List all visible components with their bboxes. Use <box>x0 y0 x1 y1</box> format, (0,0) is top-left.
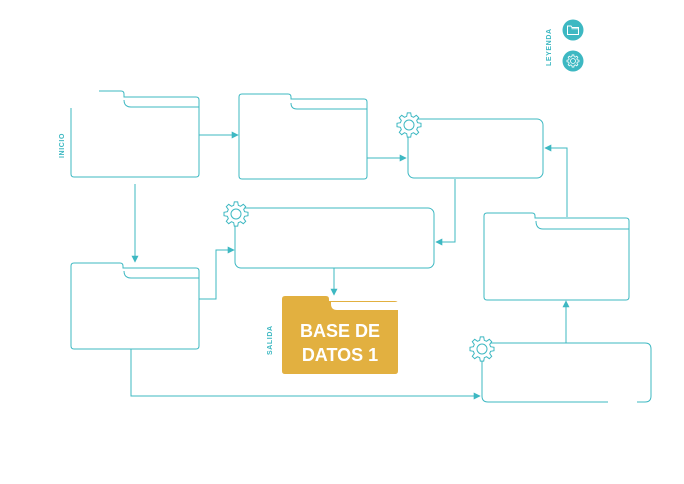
connectors <box>130 131 570 400</box>
gear-icon <box>223 201 249 227</box>
gear-icon <box>469 336 495 362</box>
legend-gear-icon <box>562 50 584 72</box>
folder-output[interactable] <box>483 212 630 301</box>
process-box-2[interactable] <box>223 201 435 269</box>
arrow-process1-to-process2 <box>435 179 456 246</box>
process-box-3[interactable] <box>469 336 652 403</box>
database-folder-shape <box>282 296 398 374</box>
folder-step-3[interactable] <box>70 262 200 350</box>
arrow-folder3-to-process2 <box>199 246 235 300</box>
gear-icon <box>396 112 422 138</box>
output-label: SALIDA <box>267 325 274 355</box>
database-folder[interactable]: BASE DE DATOS 1 <box>282 296 398 374</box>
start-label: INICIO <box>59 133 66 158</box>
database-label-line1: BASE DE <box>300 321 380 341</box>
process-box-1[interactable] <box>396 112 544 179</box>
arrow-output-folder-to-process1 <box>544 144 568 217</box>
folder-step-2[interactable] <box>238 93 368 180</box>
legend-label: LEYENDA <box>546 28 553 66</box>
legend: LEYENDA <box>546 19 584 72</box>
arrow-folder3-to-process3 <box>130 348 481 400</box>
database-label-line2: DATOS 1 <box>302 345 378 365</box>
folder-start[interactable] <box>70 90 200 178</box>
legend-folder-icon <box>562 19 584 41</box>
